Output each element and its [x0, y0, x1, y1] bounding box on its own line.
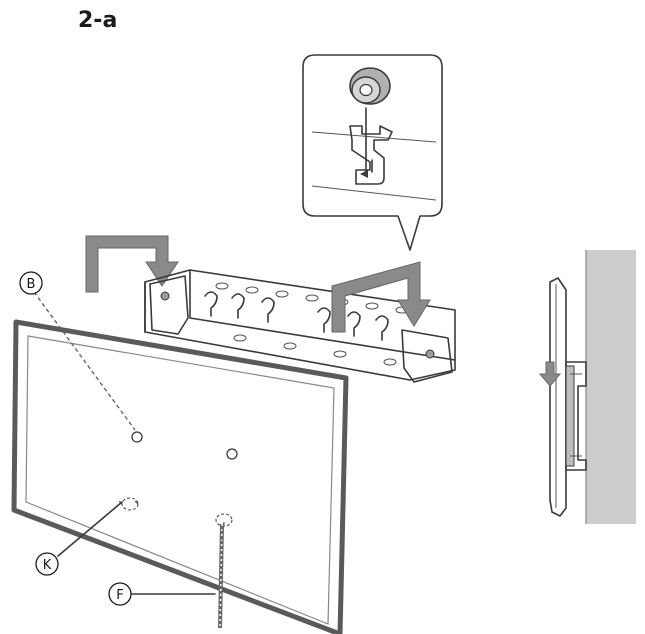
down-arrow-left-icon	[85, 235, 179, 293]
leader-line-k	[57, 501, 123, 557]
wall-section	[586, 250, 636, 524]
side-down-arrow-icon	[538, 361, 562, 387]
wall-mount-bracket	[144, 269, 456, 383]
callout-b-label: B	[27, 277, 36, 292]
leader-line-b	[33, 291, 136, 431]
screw-f-icon	[218, 521, 225, 629]
callout-k: K	[35, 552, 59, 576]
callout-b: B	[19, 271, 43, 295]
down-arrow-right-icon	[331, 261, 431, 333]
tv-back-panel	[11, 319, 349, 634]
side-view	[538, 250, 636, 524]
callout-f: F	[108, 582, 132, 606]
mounting-hole-icon	[131, 431, 238, 460]
screw-head-icon	[349, 67, 391, 105]
callout-f-label: F	[116, 588, 123, 603]
callout-k-label: K	[43, 558, 52, 573]
hook-slot-icon	[349, 125, 393, 185]
detail-callout-bubble	[302, 54, 443, 251]
step-label: 2-a	[78, 8, 118, 33]
